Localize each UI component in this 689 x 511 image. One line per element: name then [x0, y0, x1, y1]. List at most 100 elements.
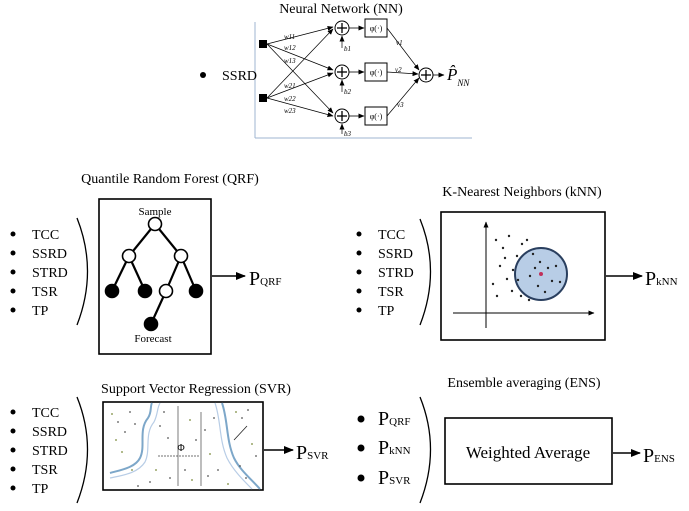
knn-point — [528, 274, 532, 278]
knn-title: K-Nearest Neighbors (kNN) — [442, 185, 602, 200]
nn-activation-label: φ(·) — [370, 24, 383, 33]
qrf-input-item: TCC — [32, 228, 59, 243]
ens-weighted-average-box — [444, 417, 613, 485]
svr-title: Support Vector Regression (SVR) — [101, 382, 291, 397]
ens-panel: Ensemble averaging (ENS) PQRF PkNN PSVR … — [357, 376, 675, 504]
nn-weight-label: w21 — [284, 82, 296, 90]
knn-points — [491, 234, 562, 302]
knn-panel: K-Nearest Neighbors (kNN) TCC SSRD STRD … — [356, 185, 678, 341]
svr-input-item: SSRD — [32, 425, 67, 440]
ens-output-label: PENS — [643, 445, 675, 467]
qrf-tree-node — [173, 248, 189, 264]
knn-point — [503, 256, 507, 260]
svr-point — [247, 409, 249, 411]
knn-input-item: TCC — [378, 228, 405, 243]
svr-river-right-inner — [214, 402, 253, 490]
svr-point — [227, 483, 229, 485]
knn-query-point — [539, 272, 543, 276]
nn-bias-label: b3 — [344, 130, 352, 138]
nn-title: Neural Network (NN) — [279, 2, 403, 17]
svr-point — [117, 421, 119, 423]
qrf-input-item: STRD — [32, 266, 68, 281]
svr-point — [255, 455, 257, 457]
nn-bullet — [200, 72, 206, 78]
svr-point — [134, 423, 136, 425]
nn-weight-lines — [266, 25, 334, 117]
nn-activation-label: φ(·) — [370, 112, 383, 121]
nn-activation-links — [349, 25, 365, 119]
knn-point — [505, 277, 509, 281]
qrf-title: Quantile Random Forest (QRF) — [81, 172, 259, 187]
ens-title: Ensemble averaging (ENS) — [447, 376, 601, 391]
svr-point — [167, 437, 169, 439]
nn-out-weight-label: v3 — [397, 101, 404, 109]
svr-point — [137, 485, 139, 487]
svr-point — [155, 469, 157, 471]
svr-point — [191, 479, 193, 481]
svr-river-left-inner — [109, 402, 161, 479]
qrf-output-label: PQRF — [249, 268, 282, 290]
svr-point — [115, 439, 117, 441]
nn-weight-label: w11 — [284, 33, 295, 41]
svr-river-left — [109, 402, 153, 474]
svr-point — [241, 417, 243, 419]
knn-input-item: SSRD — [378, 247, 413, 262]
qrf-tree-node — [121, 248, 137, 264]
svr-input-item: TSR — [32, 463, 58, 478]
ens-input-item: PkNN — [378, 437, 411, 459]
qrf-input-item: TP — [32, 304, 49, 319]
svr-point — [217, 469, 219, 471]
svr-input-item: TCC — [32, 406, 59, 421]
nn-bias-label: b2 — [344, 88, 352, 96]
svr-point — [131, 469, 133, 471]
nn-input-node-1 — [259, 40, 267, 48]
svr-point — [251, 443, 253, 445]
knn-input-list: TCC SSRD STRD TSR TP — [356, 228, 414, 319]
svr-point — [124, 431, 126, 433]
qrf-tree-leaf — [143, 316, 159, 332]
nn-activation-label: φ(·) — [370, 68, 383, 77]
knn-point — [516, 278, 520, 282]
svr-point — [245, 477, 247, 479]
nn-panel: Neural Network (NN) SSRD w11 w12 w13 w21… — [200, 2, 472, 139]
knn-input-item: TP — [378, 304, 395, 319]
svr-point — [235, 411, 237, 413]
svr-point — [169, 477, 171, 479]
svr-point — [207, 475, 209, 477]
knn-point — [543, 290, 547, 294]
knn-point — [491, 282, 495, 286]
nn-out-weight-label: v1 — [396, 39, 403, 47]
svr-point — [149, 481, 151, 483]
svr-point — [121, 451, 123, 453]
svr-point — [111, 413, 113, 415]
knn-point — [536, 284, 540, 288]
svr-box — [102, 401, 264, 491]
knn-point — [519, 294, 523, 298]
svr-point — [184, 469, 186, 471]
knn-point — [507, 234, 511, 238]
svr-input-item: STRD — [32, 444, 68, 459]
qrf-bracket — [76, 217, 89, 326]
qrf-tree-node — [158, 283, 174, 299]
nn-weight-label: w22 — [284, 95, 296, 103]
nn-input-label: SSRD — [222, 69, 257, 84]
knn-point — [520, 242, 524, 246]
svr-point — [213, 417, 215, 419]
knn-point — [511, 268, 515, 272]
qrf-tree-bottom-label: Forecast — [134, 333, 171, 345]
knn-input-item: TSR — [378, 285, 404, 300]
knn-point — [495, 294, 499, 298]
qrf-tree-leaf — [104, 283, 120, 299]
ens-weighted-average-label: Weighted Average — [466, 443, 590, 462]
qrf-input-item: TSR — [32, 285, 58, 300]
knn-point — [531, 252, 535, 256]
knn-point — [527, 298, 531, 302]
svr-margin-label: Φ — [177, 443, 184, 454]
qrf-tree-root — [147, 216, 163, 232]
svr-input-list: TCC SSRD STRD TSR TP — [10, 406, 68, 497]
knn-point — [533, 266, 537, 270]
knn-point — [554, 264, 558, 268]
knn-point — [558, 280, 562, 284]
qrf-panel: Quantile Random Forest (QRF) TCC SSRD ST… — [10, 172, 282, 355]
